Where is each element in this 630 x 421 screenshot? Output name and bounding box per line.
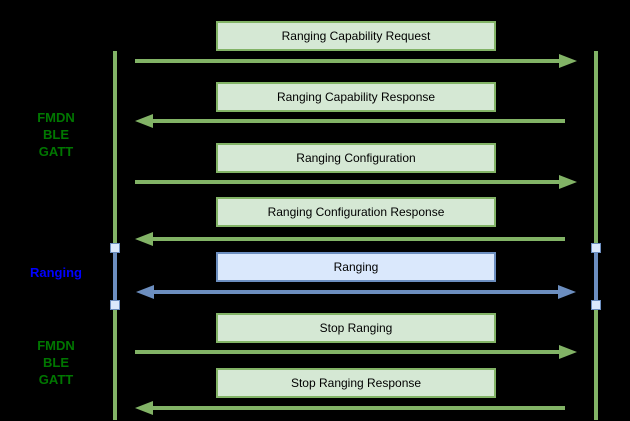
message-box-ranging-configuration: Ranging Configuration [216,143,496,173]
arrow-bidirectional-shaft [152,290,558,294]
label-line: Ranging [30,265,82,280]
message-box-stop-ranging-response: Stop Ranging Response [216,368,496,398]
arrow-right-head-icon [559,175,577,189]
arrow-right-shaft [135,350,561,354]
arrow-right-head-icon [558,285,576,299]
message-label: Ranging Configuration Response [267,205,445,219]
arrow-left-shaft [151,237,565,241]
lifeline-right [594,51,598,420]
arrow-right-shaft [135,59,561,63]
message-box-ranging-capability-request: Ranging Capability Request [216,21,496,51]
message-box-ranging: Ranging [216,252,496,282]
label-line: GATT [38,372,74,387]
arrow-right-head-icon [559,54,577,68]
label-fmdn-ble-gatt-top: FMDN BLE GATT [14,109,98,160]
message-label: Ranging Configuration [296,151,416,165]
endpoint-handle-square [110,300,120,310]
arrow-right-head-icon [559,345,577,359]
endpoint-handle-square [591,300,601,310]
arrow-left-shaft [151,406,565,410]
arrow-left-head-icon [135,401,153,415]
arrow-right-shaft [135,180,561,184]
arrow-left-shaft [151,119,565,123]
arrow-left-head-icon [136,285,154,299]
label-ranging-phase: Ranging [14,264,98,281]
message-label: Ranging Capability Response [276,90,436,104]
message-label: Stop Ranging Response [290,376,422,390]
arrow-left-head-icon [135,232,153,246]
label-line: FMDN [37,338,75,353]
arrow-left-head-icon [135,114,153,128]
label-line: GATT [38,144,74,159]
lifeline-right-ranging-segment [594,246,598,306]
message-label: Stop Ranging [319,321,393,335]
endpoint-handle-square [591,243,601,253]
lifeline-left [113,51,117,420]
label-fmdn-ble-gatt-bottom: FMDN BLE GATT [14,337,98,388]
message-box-ranging-capability-response: Ranging Capability Response [216,82,496,112]
label-line: BLE [43,355,69,370]
message-label: Ranging [333,260,379,274]
lifeline-left-ranging-segment [113,246,117,306]
message-box-ranging-configuration-response: Ranging Configuration Response [216,197,496,227]
message-label: Ranging Capability Request [281,29,431,43]
endpoint-handle-square [110,243,120,253]
label-line: BLE [43,127,69,142]
message-box-stop-ranging: Stop Ranging [216,313,496,343]
label-line: FMDN [37,110,75,125]
